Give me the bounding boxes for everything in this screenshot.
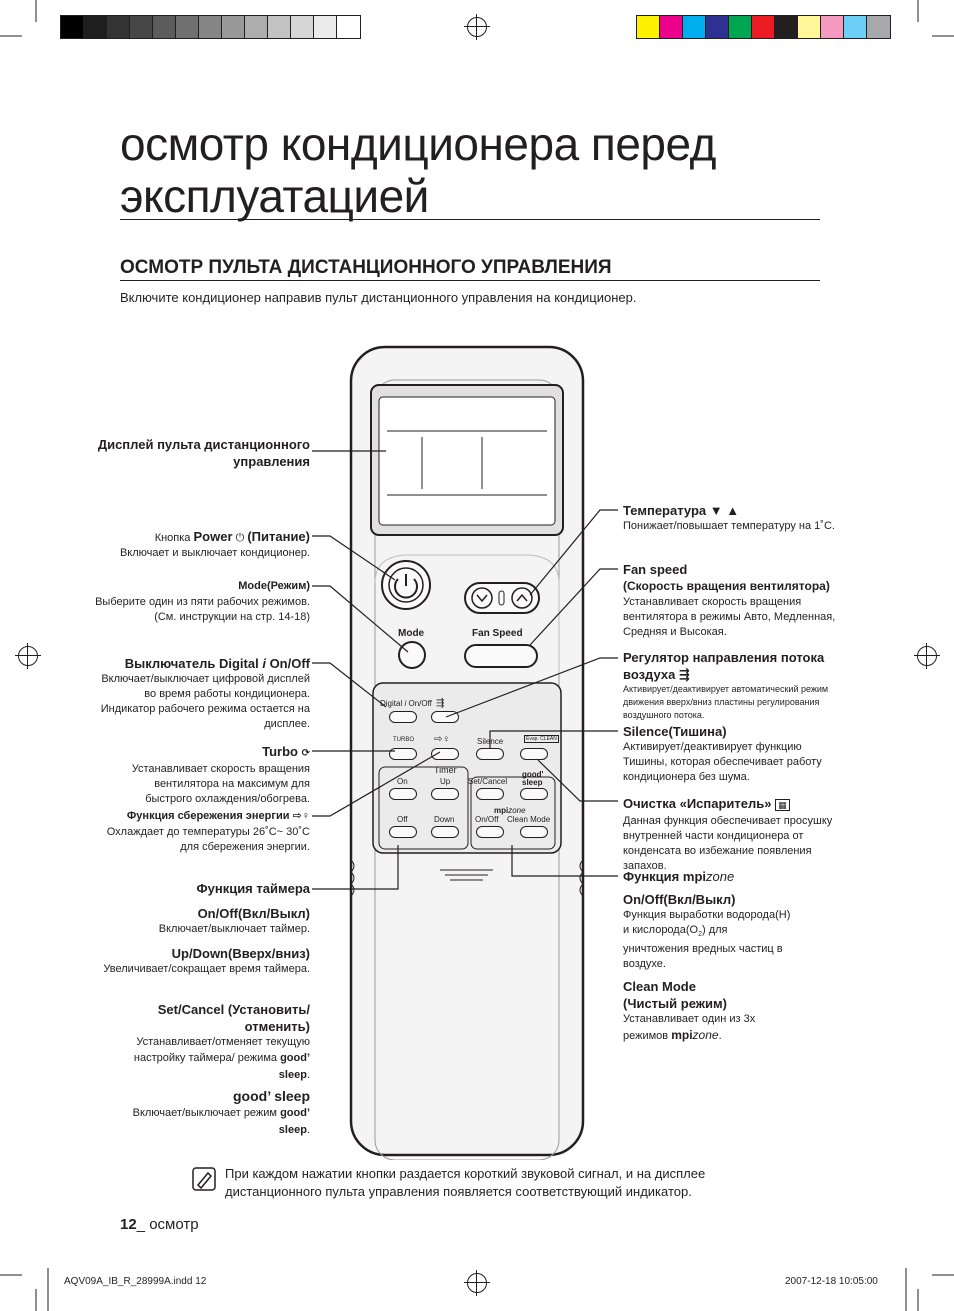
registration-mark-icon	[464, 1270, 490, 1296]
timer-down-button[interactable]	[431, 826, 459, 838]
color-swatch	[106, 15, 131, 39]
power-icon: ⏻	[235, 532, 245, 544]
good-sleep-button[interactable]	[520, 788, 548, 800]
page-title: осмотр кондиционера перед эксплуатацией	[120, 118, 716, 222]
section-rule	[120, 280, 820, 281]
airflow-label: Регулятор направления потока воздуха ⇶ А…	[623, 650, 829, 720]
mpi-onoff-button[interactable]	[476, 826, 504, 838]
evaporator-label: Очистка «Испаритель» ▦ Данная функция об…	[623, 796, 833, 872]
digital-label: Выключатель Digital i On/Off Включает/вы…	[100, 656, 310, 730]
digital-button-label: Digital i On/Off	[380, 699, 432, 708]
timer-updown-label: Up/Down(Вверх/вниз) Увеличивает/сокращае…	[103, 946, 310, 975]
print-timestamp: 2007-12-18 10:05:00	[785, 1276, 878, 1287]
fan-speed-button-label: Fan Speed	[472, 628, 523, 639]
mpi-onoff-label: On/Off	[475, 815, 499, 824]
color-swatch	[682, 15, 707, 39]
turbo-icon: TURBO	[393, 737, 414, 743]
display-label: Дисплей пульта дистанционного управления	[97, 437, 310, 469]
set-cancel-label: Set/Cancel	[468, 777, 508, 786]
color-swatch	[797, 15, 822, 39]
good-sleep-label: good' sleep	[522, 770, 544, 787]
mpi-zone-logo: mpizone	[494, 806, 526, 815]
timer-group-label: Timer	[434, 765, 457, 775]
timer-up-label: Up	[440, 777, 451, 786]
turbo-label: Turbo ⟳ Устанавливает скорость вращения …	[131, 744, 310, 805]
power-label: Кнопка Power ⏻ (Питание) Включает и выкл…	[119, 529, 310, 559]
airflow-icon: ⇶	[436, 698, 445, 709]
title-rule	[120, 219, 820, 220]
airflow-icon: ⇶	[678, 667, 690, 682]
timer-on-button[interactable]	[389, 788, 417, 800]
registration-mark-icon	[914, 643, 940, 669]
color-swatch	[221, 15, 246, 39]
silence-button[interactable]	[476, 748, 504, 760]
color-swatch	[866, 15, 891, 39]
color-swatch	[60, 15, 85, 39]
color-swatch	[774, 15, 799, 39]
timer-onoff-label: On/Off(Вкл/Выкл) Включает/выключает тайм…	[158, 906, 310, 935]
color-swatch	[152, 15, 177, 39]
registration-mark-icon	[15, 643, 41, 669]
timer-off-label: Off	[397, 815, 408, 824]
fan-speed-label: Fan speed (Скорость вращения вентилятора…	[623, 562, 836, 638]
evaporator-icon: ▦	[775, 799, 790, 811]
digital-onoff-button[interactable]	[389, 711, 417, 723]
temperature-label: Температура ▼ ▲ Понижает/повышает темпер…	[623, 503, 835, 532]
evaporator-clean-button[interactable]	[520, 748, 548, 760]
mpi-function-label: Функция mpizone	[623, 869, 735, 884]
file-name: AQV09A_IB_R_28999A.indd 12	[64, 1276, 207, 1287]
energy-saving-icon: ⇨♀	[434, 734, 450, 745]
digital-i-icon: i	[262, 656, 266, 671]
timer-on-label: On	[397, 777, 408, 786]
mode-button-label: Mode	[398, 628, 425, 639]
timer-label: Функция таймера	[196, 881, 310, 896]
silence-label: Silence(Тишина) Активирует/деактивирует …	[623, 724, 822, 783]
evaporator-icon: Evap. CLEAN	[524, 735, 559, 743]
mode-label: Mode(Режим) Выберите один из пяти рабочи…	[95, 580, 310, 623]
page-number: 12_ осмотр	[120, 1216, 199, 1233]
clean-mode-label: Clean Mode	[507, 815, 551, 824]
color-swatch	[843, 15, 868, 39]
energy-saving-button[interactable]	[431, 748, 459, 760]
mpi-onoff-label: On/Off(Вкл/Выкл) Функция выработки водор…	[623, 892, 791, 971]
timer-off-button[interactable]	[389, 826, 417, 838]
turbo-icon: ⟳	[301, 748, 310, 759]
color-swatch	[244, 15, 269, 39]
energy-saving-icon: ⇨♀	[292, 810, 310, 822]
timer-down-label: Down	[434, 815, 455, 824]
color-swatch	[267, 15, 292, 39]
airflow-button[interactable]	[431, 711, 459, 723]
timer-set-label: Set/Cancel (Установить/отменить) Устанав…	[133, 1002, 310, 1081]
color-swatch	[83, 15, 108, 39]
mpi-zone-logo: mpizone	[682, 869, 735, 884]
mpi-zone-logo: mpizone	[671, 1028, 719, 1042]
clean-mode-label: Clean Mode (Чистый режим) Устанавливает …	[623, 979, 756, 1042]
energy-label: Функция сбережения энергии ⇨♀ Охлаждает …	[106, 810, 310, 853]
turbo-button[interactable]	[389, 748, 417, 760]
remote-control	[349, 345, 585, 1160]
color-swatch	[751, 15, 776, 39]
timer-up-button[interactable]	[431, 788, 459, 800]
timer-set-cancel-button[interactable]	[476, 788, 504, 800]
note-text: При каждом нажатии кнопки раздается коро…	[225, 1166, 706, 1199]
intro-text: Включите кондиционер направив пульт дист…	[120, 290, 637, 305]
clean-mode-button[interactable]	[520, 826, 548, 838]
color-swatch	[705, 15, 730, 39]
section-heading: ОСМОТР ПУЛЬТА ДИСТАНЦИОННОГО УПРАВЛЕНИЯ	[120, 257, 612, 278]
registration-mark-icon	[464, 14, 490, 40]
good-sleep-label: good’ sleep Включает/выключает режим goo…	[132, 1088, 310, 1136]
color-swatch	[336, 15, 361, 39]
note-icon	[192, 1167, 216, 1191]
